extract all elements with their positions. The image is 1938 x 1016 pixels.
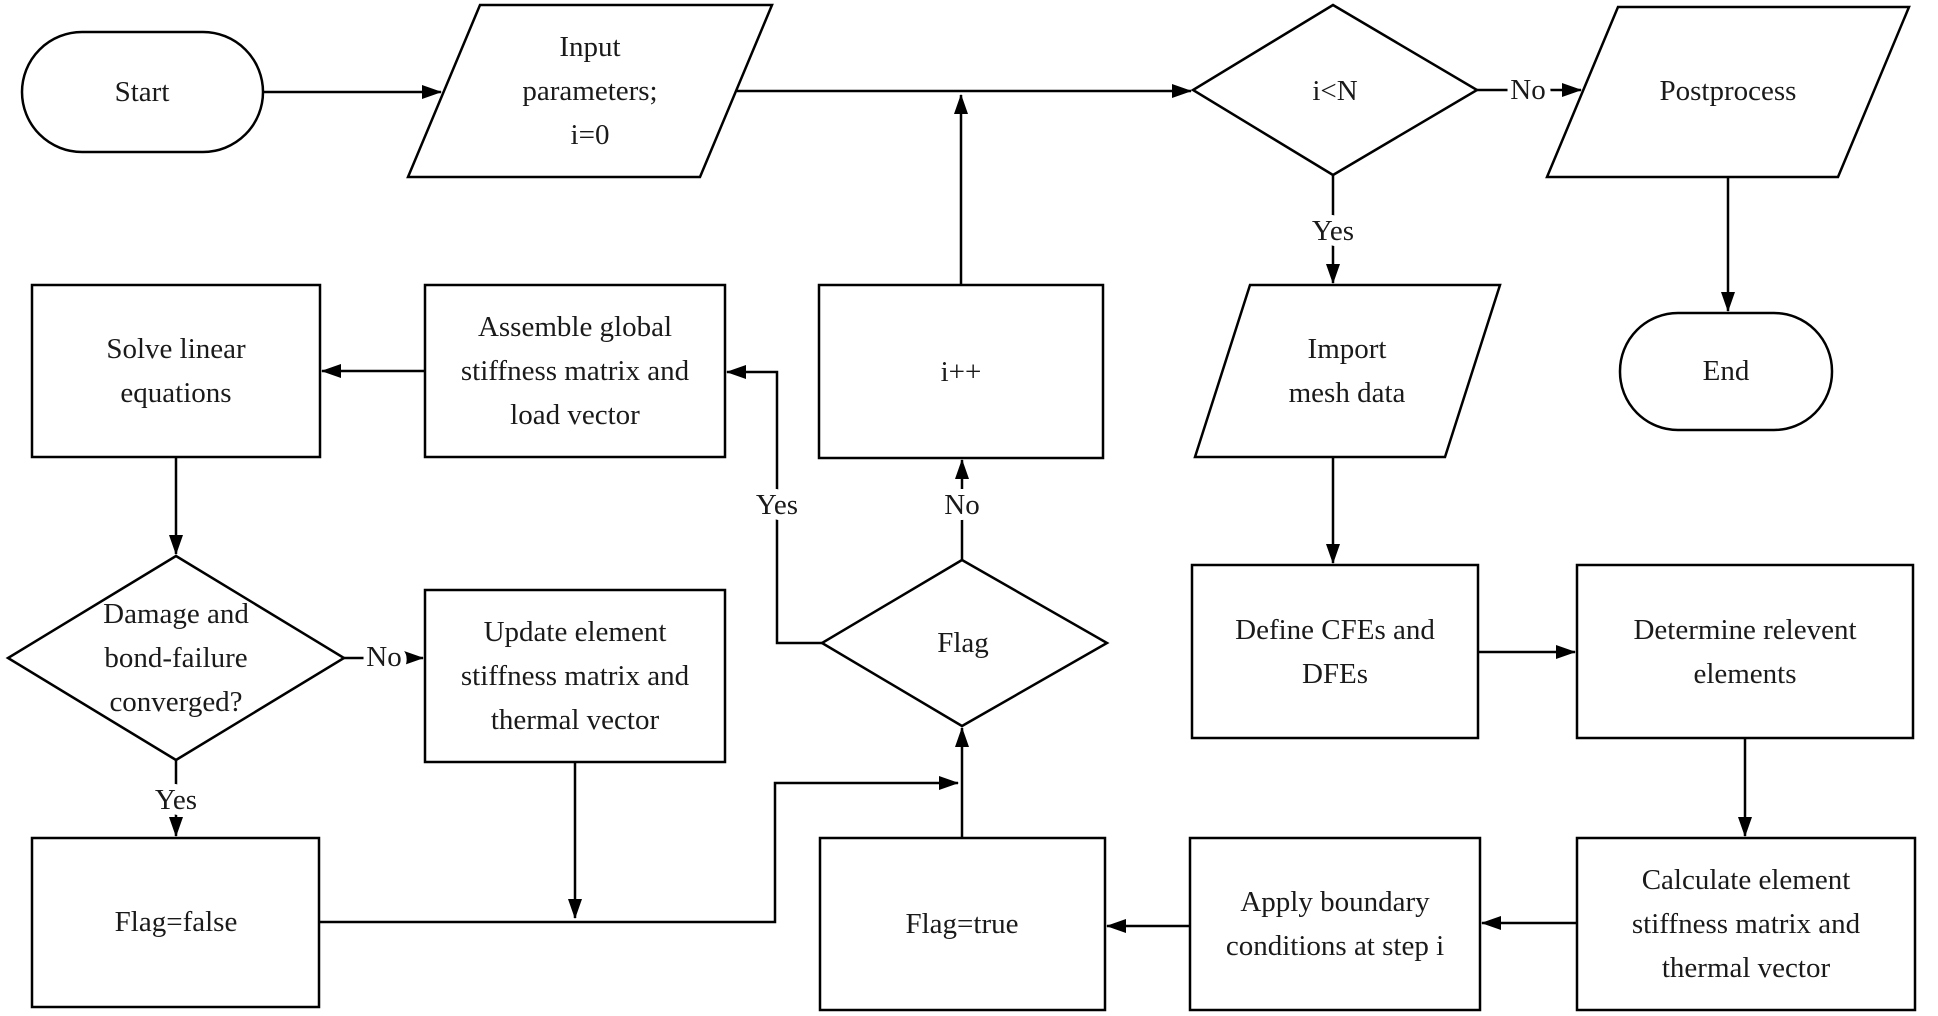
import-mesh-line2: mesh data [1289, 377, 1406, 409]
node-postprocess: Postprocess [1545, 5, 1911, 179]
node-apply-boundary: Apply boundary conditions at step i [1188, 836, 1482, 1012]
update-element-line2: stiffness matrix and [461, 660, 690, 692]
node-end: End [1618, 311, 1834, 432]
assemble-global-line2: stiffness matrix and [461, 355, 690, 387]
damage-converged-line1: Damage and [103, 598, 249, 630]
i-increment-rect [817, 283, 1105, 460]
assemble-global-line3: load vector [510, 399, 640, 431]
define-cfes-line1: Define CFEs and [1235, 614, 1435, 646]
node-define-cfes: Define CFEs and DFEs [1190, 563, 1480, 740]
damage-converged-line3: converged? [109, 686, 242, 718]
import-mesh-line1: Import [1308, 333, 1387, 365]
edge-label-damage-no: No [366, 641, 401, 673]
node-flag-true: Flag=true [818, 836, 1107, 1012]
determine-relevent-line1: Determine relevent [1633, 614, 1856, 646]
flag-true-label: Flag=true [906, 908, 1019, 940]
input-parameters-line3: i=0 [571, 119, 610, 151]
edge-label-flag-yes: Yes [756, 489, 798, 521]
i-less-than-n-label: i<N [1312, 75, 1357, 107]
define-cfes-line2: DFEs [1302, 658, 1368, 690]
calculate-element-rect [1575, 836, 1917, 1012]
calculate-element-line1: Calculate element [1642, 864, 1851, 896]
apply-boundary-rect [1188, 836, 1482, 1012]
edge-flagfalse-merge [319, 776, 959, 924]
node-flag-false: Flag=false [30, 836, 321, 1009]
node-assemble-global: Assemble global stiffness matrix and loa… [423, 283, 727, 459]
edge-labels: No Yes No Yes No Yes [149, 68, 1552, 822]
input-parameters-parallelogram [406, 3, 774, 179]
edges [169, 83, 1752, 933]
flag-false-rect [30, 836, 321, 1009]
i-less-than-n-diamond [1190, 3, 1480, 177]
calculate-element-line3: thermal vector [1662, 952, 1831, 984]
calculate-element-line2: stiffness matrix and [1632, 908, 1861, 940]
node-i-increment: i++ [817, 283, 1105, 460]
input-parameters-line1: Input [559, 31, 620, 63]
flag-true-rect [818, 836, 1107, 1012]
input-parameters-line2: parameters; [522, 75, 657, 107]
determine-relevent-rect [1575, 563, 1915, 740]
start-label: Start [115, 76, 170, 108]
edge-flag-to-assemble [726, 365, 822, 645]
update-element-line3: thermal vector [491, 704, 660, 736]
damage-converged-line2: bond-failure [104, 642, 247, 674]
node-i-less-than-n: i<N [1190, 3, 1480, 177]
node-update-element: Update element stiffness matrix and ther… [423, 588, 727, 764]
update-element-rect [423, 588, 727, 764]
start-terminator-shape [20, 30, 265, 154]
end-terminator-shape [1618, 311, 1834, 432]
node-import-mesh-data: Import mesh data [1193, 283, 1502, 459]
import-mesh-parallelogram [1193, 283, 1502, 459]
update-element-line1: Update element [484, 616, 667, 648]
assemble-global-line1: Assemble global [478, 311, 672, 343]
solve-linear-line1: Solve linear [106, 333, 246, 365]
flag-decision-diamond [819, 558, 1110, 728]
apply-boundary-line2: conditions at step i [1226, 930, 1444, 962]
edge-label-damage-yes: Yes [155, 784, 197, 816]
edge-label-iltn-no: No [1510, 74, 1545, 106]
node-solve-linear: Solve linear equations [30, 283, 322, 459]
node-damage-converged: Damage and bond-failure converged? [5, 554, 347, 762]
edge-label-iltn-yes: Yes [1312, 215, 1354, 247]
node-flag-decision: Flag [819, 558, 1110, 728]
end-label: End [1703, 355, 1750, 387]
solve-linear-rect [30, 283, 322, 459]
node-calculate-element: Calculate element stiffness matrix and t… [1575, 836, 1917, 1012]
postprocess-label: Postprocess [1660, 75, 1797, 107]
damage-converged-diamond [5, 554, 347, 762]
determine-relevent-line2: elements [1693, 658, 1796, 690]
flag-decision-label: Flag [937, 627, 989, 659]
i-increment-label: i++ [941, 356, 982, 388]
assemble-global-rect [423, 283, 727, 459]
node-start: Start [20, 30, 265, 154]
postprocess-parallelogram [1545, 5, 1911, 179]
apply-boundary-line1: Apply boundary [1240, 886, 1430, 918]
node-determine-relevent: Determine relevent elements [1575, 563, 1915, 740]
edge-label-flag-no: No [944, 489, 979, 521]
solve-linear-line2: equations [120, 377, 231, 409]
node-input-parameters: Input parameters; i=0 [406, 3, 774, 179]
flag-false-label: Flag=false [115, 906, 238, 938]
define-cfes-rect [1190, 563, 1480, 740]
